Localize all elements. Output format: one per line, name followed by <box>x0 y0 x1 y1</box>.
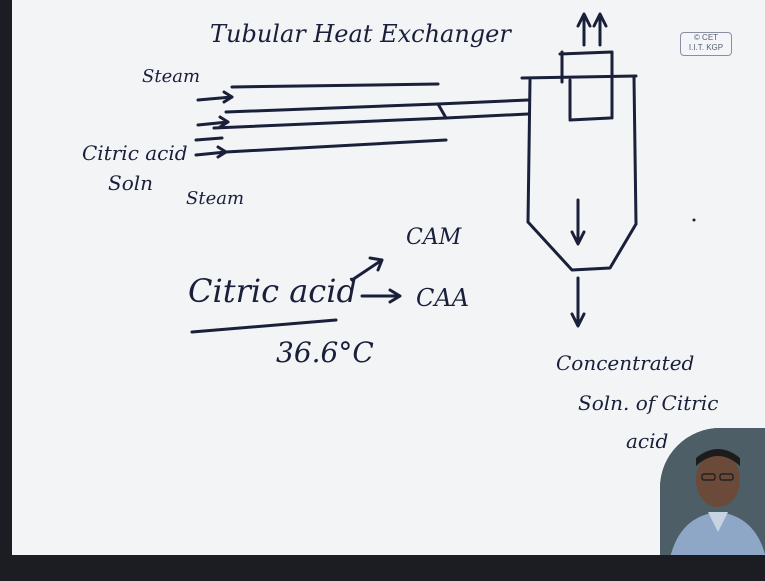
cet-logo-icon: © CET I.I.T. KGP <box>680 32 732 56</box>
ink-dot <box>692 218 696 222</box>
label-acid: acid <box>626 429 668 453</box>
underline <box>190 318 338 334</box>
presenter-silhouette <box>660 428 765 558</box>
logo-line-1: © CET <box>693 33 719 42</box>
label-concentrated: Concentrated <box>556 351 694 375</box>
label-steam-top: Steam <box>142 66 200 87</box>
arrow-to-caa <box>360 288 402 304</box>
separator-vessel <box>520 12 638 328</box>
label-citric-acid-main: Citric acid <box>188 272 357 310</box>
presenter-icon <box>660 428 765 558</box>
tube-lines <box>212 82 530 154</box>
label-cam: CAM <box>406 225 462 250</box>
frame-edge-left <box>0 0 12 581</box>
label-soln: Soln <box>108 171 153 195</box>
label-temperature: 36.6°C <box>276 336 374 369</box>
label-citric-acid: Citric acid <box>82 141 188 165</box>
label-steam-bottom: Steam <box>186 188 244 209</box>
page-title: Tubular Heat Exchanger <box>210 20 512 48</box>
frame-edge-bottom <box>0 555 765 581</box>
arrow-to-cam <box>350 256 384 282</box>
label-caa: CAA <box>416 284 469 312</box>
label-soln-of-citric: Soln. of Citric <box>578 391 718 415</box>
inlet-arrows <box>194 90 234 159</box>
logo-line-2: I.I.T. KGP <box>688 43 724 52</box>
